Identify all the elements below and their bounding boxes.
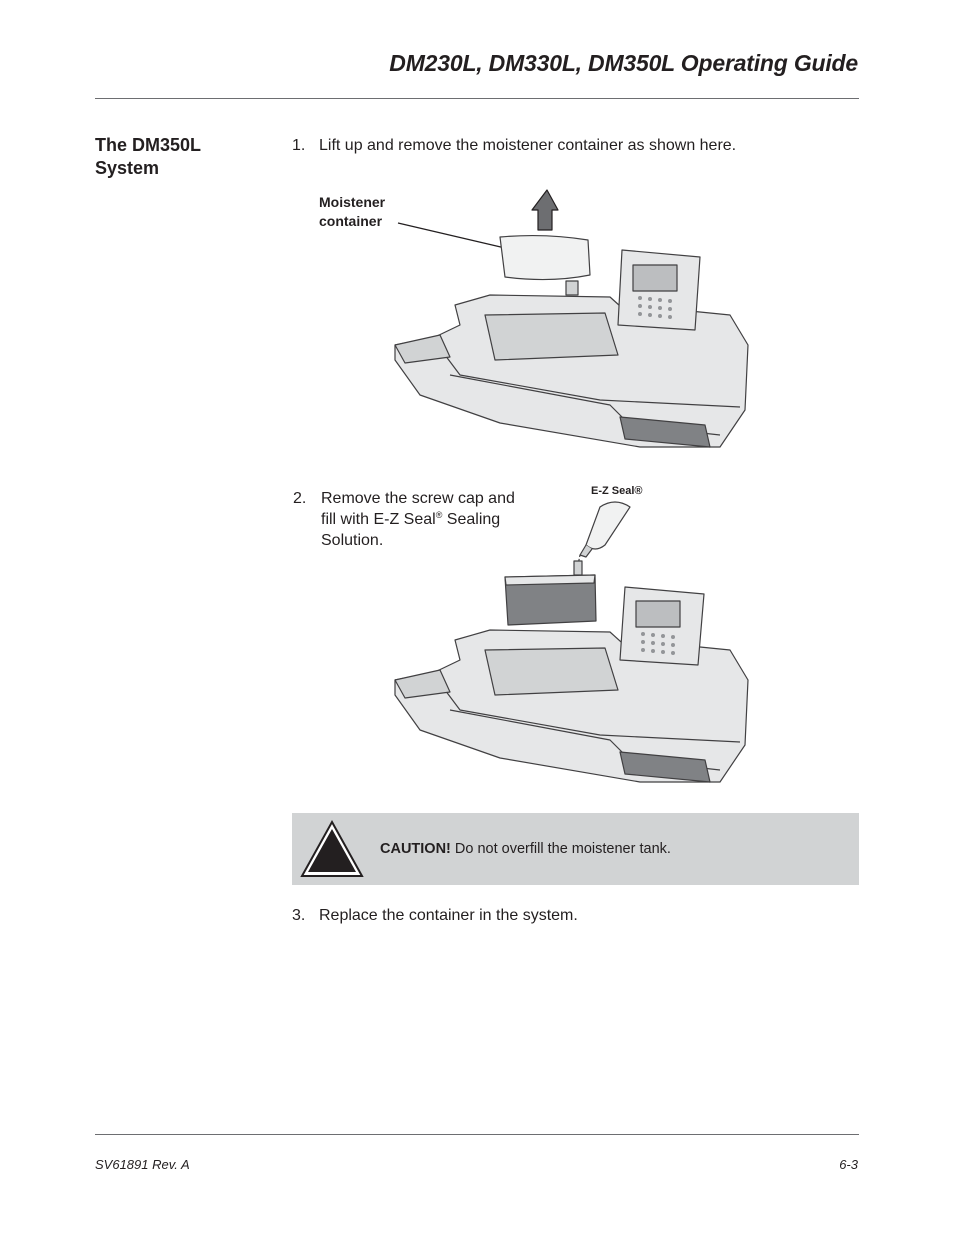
caution-text: Do not overfill the moistener tank. — [450, 841, 671, 857]
footer-rule — [95, 1134, 859, 1135]
step-1: 1. Lift up and remove the moistener cont… — [292, 135, 852, 157]
feed-tray — [394, 334, 451, 364]
ez-seal-bottle-icon — [585, 501, 631, 550]
callout-line-2: container — [319, 213, 383, 229]
step-number: 3. — [292, 907, 306, 924]
exit-tray — [619, 416, 711, 448]
callout-line-1: Moistener — [319, 194, 386, 210]
step-text: Lift up and remove the moistener contain… — [319, 137, 737, 154]
step-text: Replace the container in the system. — [319, 907, 578, 924]
step-text: Remove the screw cap and fill with E-Z S… — [321, 490, 515, 549]
caution-message: CAUTION! Do not overfill the moistener t… — [380, 840, 671, 858]
step-number: 2. — [293, 490, 307, 507]
moistener-container — [499, 234, 591, 281]
header-rule — [95, 98, 859, 99]
footer-page-number: 6-3 — [839, 1157, 858, 1172]
figure1-callout: Moistener container — [319, 193, 385, 231]
mailing-machine-body — [394, 629, 749, 783]
callout-leader-line — [397, 222, 506, 249]
bottle-label: E-Z Seal® — [591, 485, 643, 497]
footer-doc-id: SV61891 Rev. A — [95, 1157, 190, 1172]
feed-tray — [394, 669, 451, 699]
step-2: 2. Remove the screw cap and fill with E-… — [293, 488, 523, 554]
mailing-machine-body — [394, 294, 749, 448]
up-arrow-icon — [531, 189, 559, 231]
caution-box: CAUTION! Do not overfill the moistener t… — [292, 813, 859, 885]
figure-fill-container — [394, 501, 749, 783]
registered-mark: ® — [435, 510, 443, 520]
figure-remove-container — [394, 189, 749, 448]
section-title: The DM350L System — [95, 135, 201, 178]
page-header-title: DM230L, DM330L, DM350L Operating Guide — [389, 50, 858, 76]
warning-triangle-icon — [300, 819, 364, 877]
caution-label: CAUTION! — [380, 841, 451, 857]
exit-tray — [619, 751, 711, 783]
step-3: 3. Replace the container in the system. — [292, 905, 852, 927]
step-number: 1. — [292, 137, 306, 154]
